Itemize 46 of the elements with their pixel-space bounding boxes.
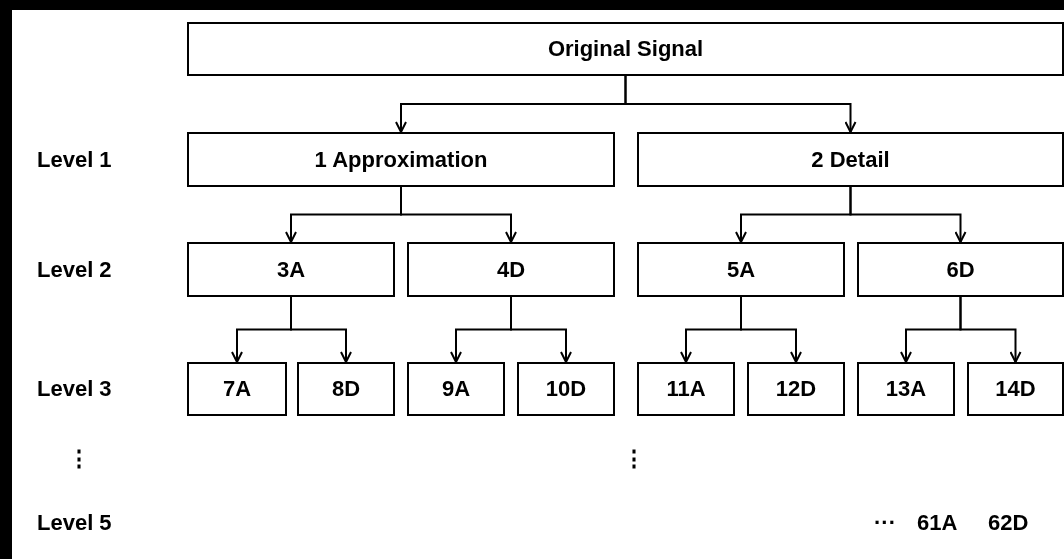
- box-label: 3A: [276, 256, 306, 283]
- arrow: [510, 296, 572, 363]
- process-box: [187, 362, 287, 416]
- process-box: [967, 362, 1064, 416]
- process-box: [297, 362, 395, 416]
- process-box: [857, 362, 955, 416]
- ellipsis-mark: ···: [874, 510, 896, 536]
- box-label: 14D: [995, 376, 1036, 402]
- node-label: 62D: [988, 510, 1029, 536]
- level-label: Level 5: [37, 510, 112, 536]
- box-label: 5A: [726, 256, 756, 283]
- box-label: 12D: [775, 376, 817, 402]
- box-label: Original Signal: [547, 36, 704, 62]
- box-label: 13A: [885, 376, 927, 402]
- process-box: [187, 22, 1064, 76]
- process-box: [637, 242, 845, 297]
- node-label: 61A: [917, 510, 958, 536]
- arrow: [740, 296, 802, 363]
- process-box: [187, 242, 395, 297]
- box-label: 9A: [441, 376, 471, 402]
- process-box: [407, 242, 615, 297]
- level-label: Level 2: [37, 257, 112, 283]
- process-box: [187, 132, 615, 187]
- arrow: [624, 75, 857, 133]
- box-label: 4D: [496, 256, 526, 283]
- box-label: 6D: [946, 256, 975, 283]
- arrow: [849, 186, 967, 243]
- box-label: 2 Detail: [811, 146, 890, 173]
- process-box: [407, 362, 505, 416]
- arrow: [400, 186, 517, 243]
- box-label: 11A: [666, 376, 706, 402]
- arrow: [959, 296, 1022, 363]
- process-box: [637, 132, 1064, 187]
- box-label: 1 Approximation: [314, 146, 488, 173]
- arrow: [290, 296, 352, 363]
- box-label: 8D: [331, 376, 361, 402]
- ellipsis-mark: ⋮: [623, 446, 645, 472]
- process-box: [637, 362, 735, 416]
- level-label: Level 3: [37, 376, 112, 402]
- process-box: [517, 362, 615, 416]
- process-box: [747, 362, 845, 416]
- box-label: 7A: [222, 376, 252, 402]
- ellipsis-mark: ⋮: [68, 446, 90, 472]
- level-label: Level 1: [37, 147, 112, 173]
- process-box: [857, 242, 1064, 297]
- box-label: 10D: [545, 376, 587, 402]
